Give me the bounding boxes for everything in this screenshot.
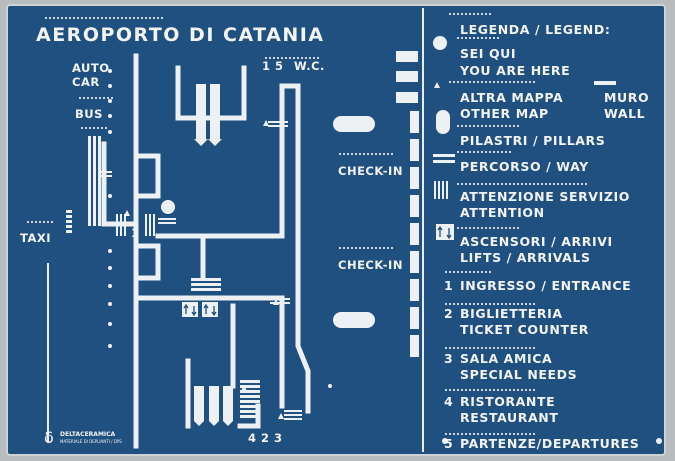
area-shop-1	[196, 84, 206, 139]
label-checkin-2: CHECK-IN	[338, 258, 403, 272]
label-bus: BUS	[75, 107, 103, 121]
route-right-side	[279, 83, 311, 414]
you-are-here-dot	[161, 200, 175, 214]
braille-checkin-2	[338, 246, 394, 250]
legend-pillars: PILASTRI / PILLARS	[460, 133, 606, 148]
legend-attention-en: ATTENTION	[460, 205, 545, 220]
legend-special-number: 3	[444, 351, 454, 366]
maker-name: DELTACERAMICA	[60, 431, 116, 438]
area-shop-3	[194, 386, 204, 421]
legend-lifts-en: LIFTS / ARRIVALS	[460, 250, 591, 265]
legend-special-it: SALA AMICA	[460, 351, 553, 366]
legend-restaurant-it: RISTORANTE	[460, 394, 556, 409]
legend-ticket-en: TICKET COUNTER	[460, 322, 589, 337]
legend-lifts-it: ASCENSORI / ARRIVI	[460, 234, 613, 249]
label-wc: W.C.	[294, 59, 325, 73]
legend-other-map-it: ALTRA MAPPA	[460, 90, 564, 105]
label-taxi: TAXI	[20, 231, 51, 245]
label-wc-numbers: 1 5	[262, 59, 284, 73]
legend-way-icon	[433, 154, 455, 157]
legend-restaurant-number: 4	[444, 394, 454, 409]
legend-entrance-number: 1	[444, 278, 454, 293]
braille-sala-amica	[444, 346, 536, 350]
legend-you-are-here-en: YOU ARE HERE	[460, 63, 571, 78]
route-taxi	[101, 141, 137, 227]
wall-marker	[396, 51, 418, 62]
legend-restaurant-en: RESTAURANT	[460, 410, 559, 425]
braille-taxi	[26, 220, 54, 224]
pillar-1	[333, 116, 375, 132]
tactile-airport-map-sign: AEROPORTO DI CATANIA AUTO CAR BUS TAXI 1…	[6, 4, 666, 456]
lift-arrivals-icons	[182, 302, 218, 317]
label-marker-bottom: 4 2 3	[248, 431, 283, 445]
maker-subtitle: MATERIALE DI DEPLIANTI / DPS	[60, 439, 122, 444]
sign-title: AEROPORTO DI CATANIA	[36, 24, 325, 46]
wall-block-left	[133, 153, 161, 199]
braille-ascensori	[456, 226, 520, 230]
legend-attention-it: ATTENZIONE SERVIZIO	[460, 189, 630, 204]
legend-you-are-here-icon	[433, 36, 447, 50]
legend-way: PERCORSO / WAY	[460, 159, 589, 174]
label-marker-1: 1	[131, 226, 140, 240]
legend-you-are-here-it: SEI QUI	[460, 46, 517, 61]
legend-other-map-icon	[434, 82, 440, 88]
floor-plan-relief	[47, 36, 662, 449]
legend-wall-it: MURO	[604, 90, 650, 105]
braille-altra-mappa	[448, 80, 536, 84]
legend-ticket-it: BIGLIETTERIA	[460, 306, 563, 321]
wall-block-lower	[133, 243, 161, 281]
area-shop-4	[209, 386, 219, 421]
maker-logo-icon: δ	[44, 428, 54, 447]
label-auto: AUTO	[72, 61, 110, 75]
label-car: CAR	[72, 75, 100, 89]
label-checkin-1: CHECK-IN	[338, 164, 403, 178]
legend-departures-dot	[442, 438, 448, 444]
braille-checkin-1	[338, 152, 394, 156]
legend-pillar-icon	[436, 110, 450, 134]
legend-departures-number: 5	[444, 436, 454, 451]
braille-percorso	[456, 150, 512, 154]
legend-wall-en: WALL	[604, 106, 646, 121]
legend-lifts-icon	[436, 224, 454, 240]
legend-attention-icon	[434, 181, 436, 199]
braille-biglietteria	[444, 302, 536, 306]
braille-auto	[78, 96, 114, 100]
pillar-2	[333, 312, 375, 328]
braille-ingresso	[444, 270, 492, 274]
legend-other-map-en: OTHER MAP	[460, 106, 549, 121]
area-shop-5	[223, 386, 233, 421]
braille-title	[44, 16, 164, 20]
braille-pilastri	[456, 124, 520, 128]
legend-wall-icon	[594, 81, 616, 85]
legend-special-en: SPECIAL NEEDS	[460, 367, 578, 382]
legend-heading: LEGENDA / LEGEND:	[460, 22, 611, 37]
braille-sei-qui	[456, 36, 500, 40]
legend-ticket-number: 2	[444, 306, 454, 321]
area-shop-2	[210, 84, 220, 139]
route-horizontal-mid	[155, 88, 285, 239]
counter-1	[410, 111, 419, 133]
braille-attenzione	[456, 182, 588, 186]
braille-ristorante	[444, 388, 536, 392]
braille-wc	[264, 56, 320, 60]
legend-entrance: INGRESSO / ENTRANCE	[460, 278, 632, 293]
braille-legend	[448, 12, 492, 16]
braille-bus	[80, 126, 108, 130]
legend-departures: PARTENZE/DEPARTURES	[460, 436, 640, 451]
braille-partenze	[444, 432, 536, 436]
legend-divider	[422, 8, 424, 452]
